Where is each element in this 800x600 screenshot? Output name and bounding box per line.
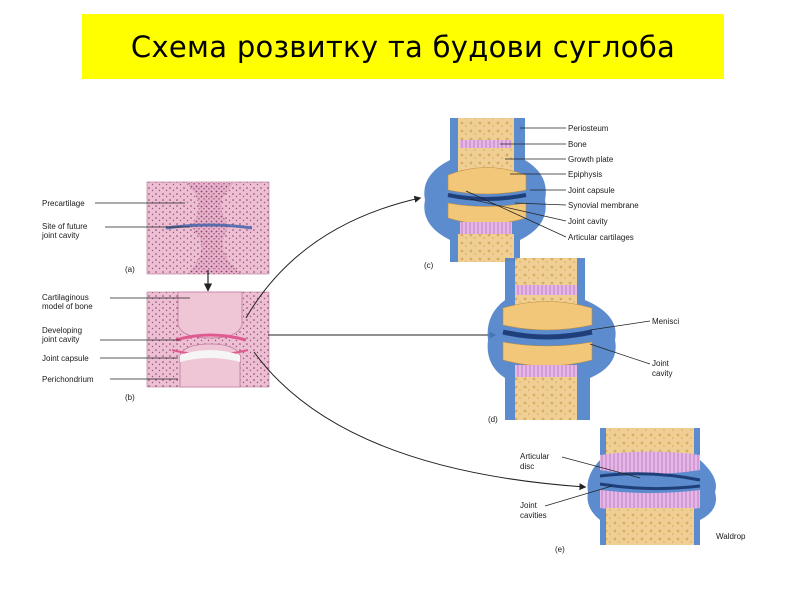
epiphysis-upper-d: [502, 301, 593, 331]
panel-c-label: (c): [424, 261, 434, 270]
label-joint-e: Joint: [520, 501, 538, 510]
arrow-b-to-e: [253, 351, 587, 491]
joint-cavity-e: [599, 482, 701, 491]
cartilaginous-model-upper: [177, 291, 243, 339]
label-menisci: Menisci: [652, 317, 679, 326]
menisci-d: [502, 329, 593, 340]
leader-articular-cartilages: [465, 190, 567, 238]
panel-b: (b) Cartilaginous model of bone Developi…: [41, 291, 270, 402]
cartilage-lower-e: [600, 490, 700, 512]
growth-plate-upper-d: [515, 285, 577, 295]
label-disc: disc: [520, 462, 534, 471]
label-bone-c: Bone: [568, 140, 587, 149]
bone-lower-d: [515, 377, 577, 420]
label-cartilaginous: Cartilaginous: [42, 293, 89, 302]
cartilage-upper-e: [600, 451, 700, 474]
panel-a-label: (a): [125, 265, 135, 274]
credit-label: Waldrop: [716, 532, 746, 541]
label-site-future: Site of future: [42, 222, 88, 231]
articular-disc-e: [599, 472, 701, 482]
leader-joint-cavity-c: [469, 198, 567, 222]
label-joint-capsule-b: Joint capsule: [42, 354, 89, 363]
epiphysis-upper-c: [447, 167, 527, 195]
panel-c: (c) Periosteum Bone Growth plate Epiphys…: [424, 118, 639, 270]
label-model-of-bone: model of bone: [42, 302, 93, 311]
precartilage-region: [185, 182, 240, 274]
label-articular-cartilages: Articular cartilages: [568, 233, 634, 242]
label-joint-d: Joint: [652, 359, 670, 368]
leader-joint-cavity-d: [589, 343, 651, 365]
growth-plate-lower-d: [515, 365, 577, 377]
label-joint-capsule-c: Joint capsule: [568, 186, 615, 195]
label-precartilage: Precartilage: [42, 199, 85, 208]
panel-e: (e) Articular disc Joint cavities Waldro…: [520, 428, 746, 554]
label-cavity-d: cavity: [652, 369, 672, 378]
label-synovial-membrane: Synovial membrane: [568, 201, 639, 210]
label-epiphysis: Epiphysis: [568, 170, 602, 179]
panel-b-label: (b): [125, 393, 135, 402]
leader-joint-cavities-e: [544, 485, 613, 507]
growth-plate-lower-c: [460, 222, 512, 234]
label-articular: Articular: [520, 452, 550, 461]
bone-upper-d: [515, 258, 577, 308]
label-cavities-e: cavities: [520, 511, 547, 520]
label-developing: Developing: [42, 326, 82, 335]
leader-articular-disc: [561, 456, 641, 479]
bone-lower-c: [458, 234, 514, 262]
page-title: Схема розвитку та будови суглоба: [130, 29, 676, 64]
arrow-b-to-c: [245, 195, 422, 319]
label-growth-plate: Growth plate: [568, 155, 614, 164]
leader-synovial-membrane: [514, 202, 567, 206]
panel-e-label: (e): [555, 545, 565, 554]
epiphysis-lower-d: [502, 341, 593, 367]
panel-a: (a) Precartilage Site of future joint ca…: [41, 181, 270, 275]
title-banner: Схема розвитку та будови суглоба: [82, 14, 724, 79]
bone-lower-e: [606, 508, 694, 545]
label-joint-cavity-a: joint cavity: [41, 231, 79, 240]
cavity-space: [180, 350, 240, 362]
label-periosteum: Periosteum: [568, 124, 609, 133]
leader-menisci: [589, 320, 651, 331]
developing-joint-cavity: [175, 333, 247, 342]
panel-d: (d) Menisci Joint cavity: [487, 258, 679, 424]
panel-d-label: (d): [488, 415, 498, 424]
label-joint-cavity-b: joint cavity: [41, 335, 79, 344]
joint-cavity-c: [447, 193, 527, 201]
growth-plate-upper-c: [460, 140, 512, 148]
label-joint-cavity-c: Joint cavity: [568, 217, 608, 226]
label-perichondrium: Perichondrium: [42, 375, 94, 384]
